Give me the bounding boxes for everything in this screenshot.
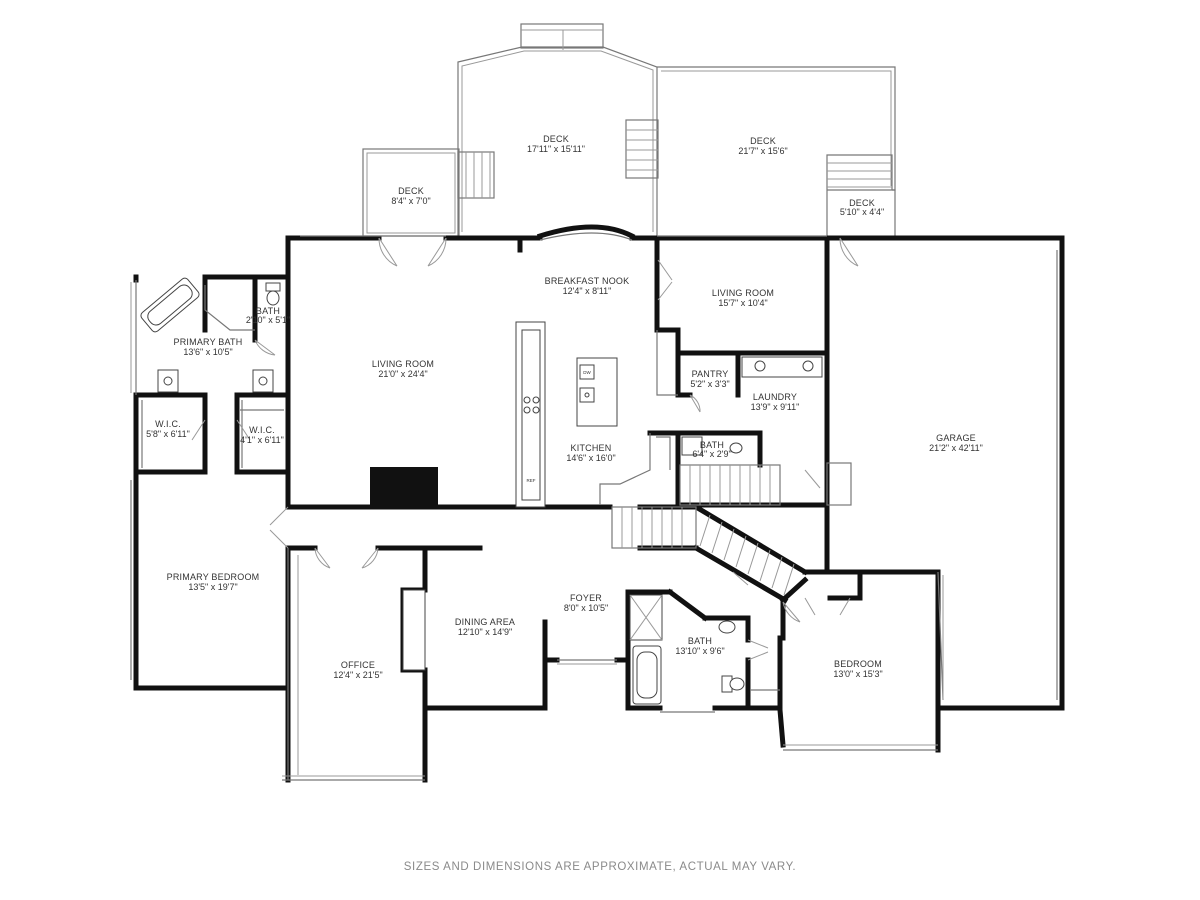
foyer-name: FOYER bbox=[570, 593, 602, 603]
windows bbox=[130, 235, 1058, 781]
breakfast-nook-dims: 12'4" x 8'11" bbox=[563, 286, 612, 296]
laundry-dims: 13'9" x 9'11" bbox=[751, 402, 800, 412]
doors bbox=[191, 237, 859, 661]
bath-primary-wc-dims: 2'10" x 5'1" bbox=[246, 315, 290, 325]
bath-half-dims: 6'4" x 2'9" bbox=[692, 449, 731, 459]
room-labels: DECK 17'11" x 15'11" DECK 21'7" x 15'6" … bbox=[146, 134, 983, 680]
fireplace-icon bbox=[370, 467, 438, 507]
living-room-main-dims: 21'0" x 24'4" bbox=[378, 369, 427, 379]
living-room-upper-name: LIVING ROOM bbox=[712, 288, 774, 298]
dining-area-name: DINING AREA bbox=[455, 617, 515, 627]
deck-garage-name: DECK bbox=[849, 198, 875, 208]
deck-right-dims: 21'7" x 15'6" bbox=[738, 146, 787, 156]
bedroom-dims: 13'0" x 15'3" bbox=[833, 669, 882, 679]
foyer-dims: 8'0" x 10'5" bbox=[564, 603, 608, 613]
kitchen-name: KITCHEN bbox=[571, 443, 612, 453]
deck-small-dims: 8'4" x 7'0" bbox=[391, 196, 430, 206]
breakfast-nook-name: BREAKFAST NOOK bbox=[545, 276, 630, 286]
garage-dims: 21'2" x 42'11" bbox=[929, 443, 983, 453]
garage-name: GARAGE bbox=[936, 433, 976, 443]
stairs bbox=[611, 462, 852, 596]
wic-right-dims: 4'1" x 6'11" bbox=[240, 435, 284, 445]
office-name: OFFICE bbox=[341, 660, 375, 670]
deck-garage-dims: 5'10" x 4'4" bbox=[840, 207, 884, 217]
bath-full-name: BATH bbox=[688, 636, 712, 646]
deck-right-name: DECK bbox=[750, 136, 776, 146]
living-room-upper-dims: 15'7" x 10'4" bbox=[718, 298, 767, 308]
wic-left-name: W.I.C. bbox=[155, 419, 181, 429]
primary-bedroom-name: PRIMARY BEDROOM bbox=[167, 572, 260, 582]
bath-half-name: BATH bbox=[700, 440, 724, 450]
fixtures: REF DW bbox=[140, 232, 823, 705]
decks bbox=[362, 23, 896, 237]
refrigerator-label: REF bbox=[527, 478, 536, 483]
laundry-name: LAUNDRY bbox=[753, 392, 797, 402]
primary-bath-dims: 13'6" x 10'5" bbox=[183, 347, 232, 357]
dishwasher-label: DW bbox=[583, 370, 591, 375]
disclaimer-text: SIZES AND DIMENSIONS ARE APPROXIMATE, AC… bbox=[403, 861, 797, 873]
pantry-name: PANTRY bbox=[692, 369, 729, 379]
wic-right-name: W.I.C. bbox=[249, 425, 275, 435]
bath-primary-wc-name: BATH bbox=[256, 306, 280, 316]
office-dims: 12'4" x 21'5" bbox=[333, 670, 382, 680]
bath-full-dims: 13'10" x 9'6" bbox=[675, 646, 724, 656]
deck-small-name: DECK bbox=[398, 186, 424, 196]
primary-bath-name: PRIMARY BATH bbox=[174, 337, 243, 347]
deck-main-dims: 17'11" x 15'11" bbox=[527, 144, 585, 154]
dining-area-dims: 12'10" x 14'9" bbox=[458, 627, 512, 637]
primary-bedroom-dims: 13'5" x 19'7" bbox=[188, 582, 237, 592]
pantry-dims: 5'2" x 3'3" bbox=[690, 379, 729, 389]
deck-main-name: DECK bbox=[543, 134, 569, 144]
living-room-main-name: LIVING ROOM bbox=[372, 359, 434, 369]
bedroom-name: BEDROOM bbox=[834, 659, 882, 669]
kitchen-dims: 14'6" x 16'0" bbox=[566, 453, 615, 463]
wic-left-dims: 5'8" x 6'11" bbox=[146, 429, 190, 439]
